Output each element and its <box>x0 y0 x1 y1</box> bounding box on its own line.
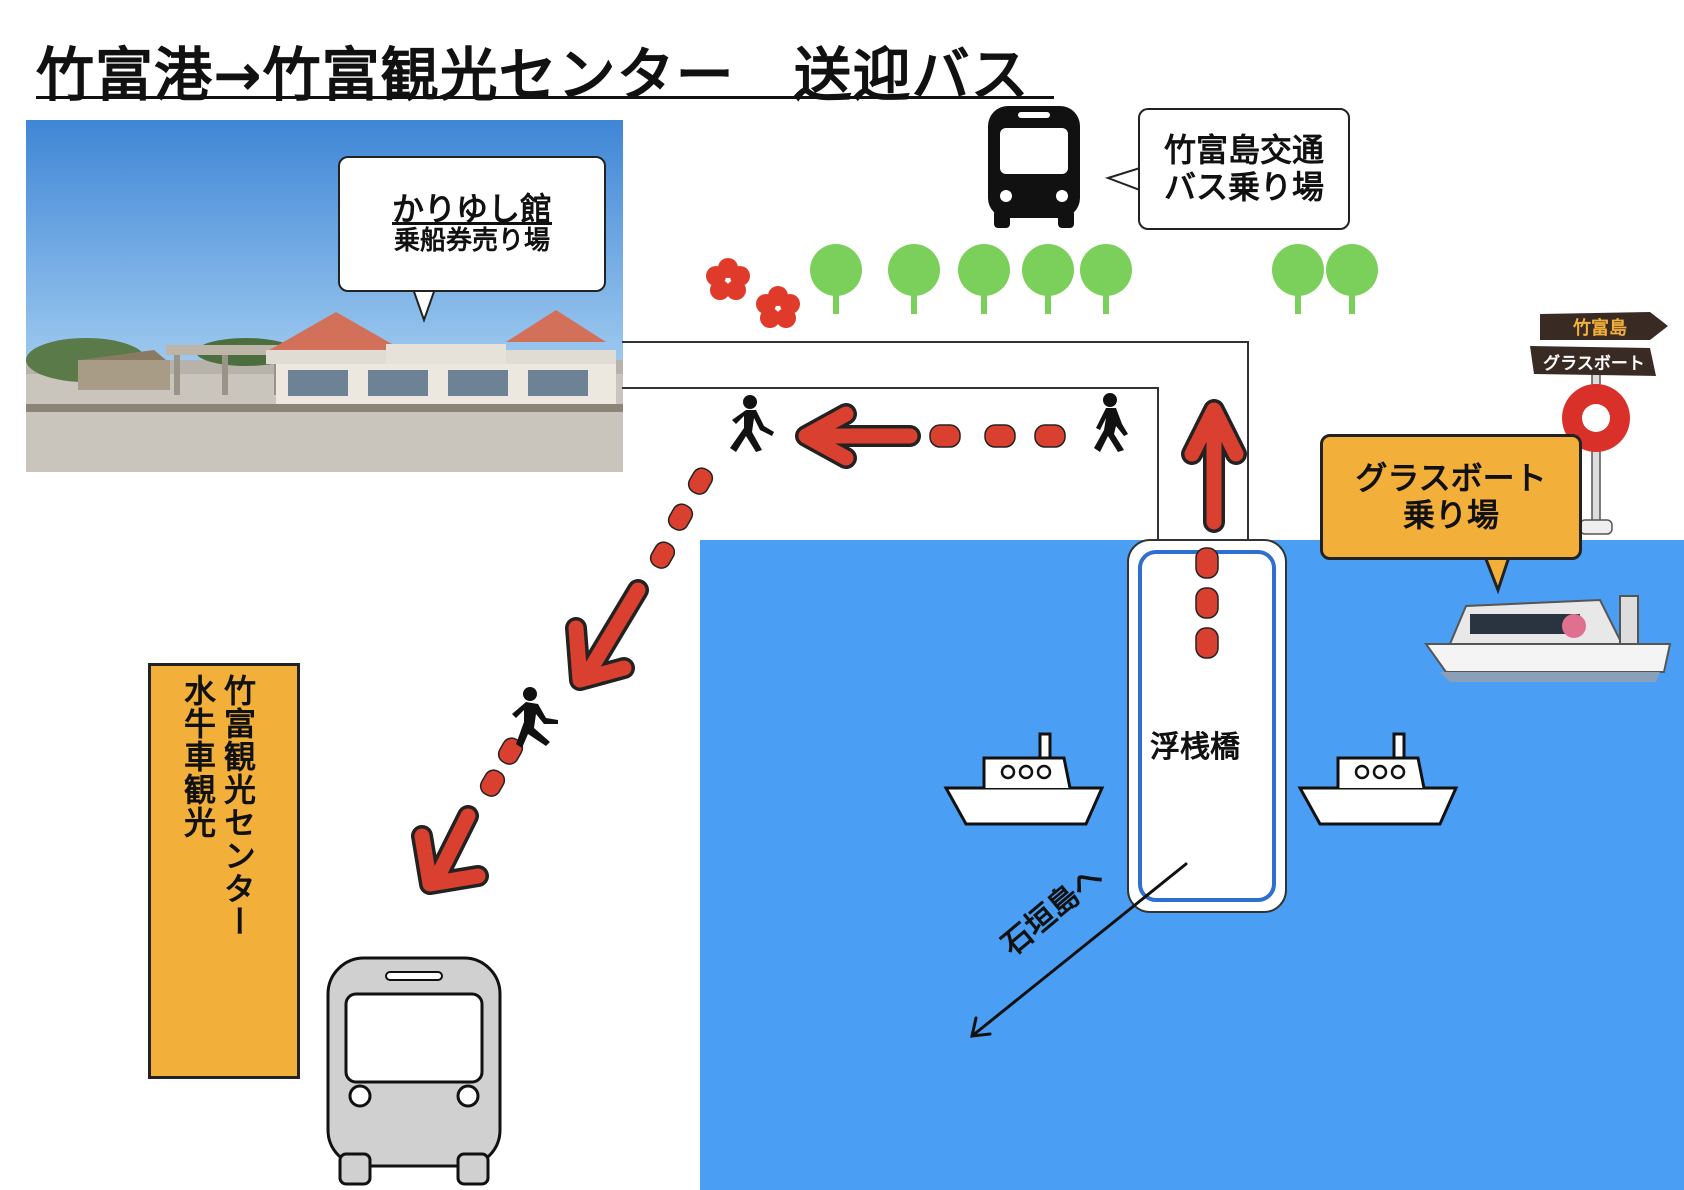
glassboat-callout: グラスボート 乗り場 <box>1320 434 1582 560</box>
floating-pier <box>1127 539 1287 913</box>
title-underline <box>36 96 1054 99</box>
glass-boat-icon <box>1424 595 1672 682</box>
signpost-icon <box>1530 312 1668 535</box>
bus-stop-callout: 竹富島交通 バス乗り場 <box>1138 108 1350 230</box>
sign-top-label: 竹富島 <box>1573 318 1627 339</box>
bus-stop-line1: 竹富島交通 <box>1163 131 1324 170</box>
road <box>622 341 1249 540</box>
center-sub: 水牛車観光 <box>179 674 217 839</box>
sign-bottom-label: グラスボート <box>1543 353 1645 374</box>
route-arrow-downleft-1 <box>565 579 649 691</box>
bus-stop-line2: バス乗り場 <box>1163 168 1324 206</box>
route-arrow-up <box>1181 399 1247 533</box>
kariyushi-sub: 乗船券売り場 <box>393 226 550 257</box>
ferry-icon <box>943 732 1459 826</box>
center-name: 竹富観光センター <box>219 674 257 938</box>
route-arrow-left <box>795 403 921 469</box>
center-box <box>148 663 300 1079</box>
ishigaki-direction-arrow <box>970 862 1188 1038</box>
kariyushi-callout: かりゆし館 乗船券売り場 <box>338 156 606 292</box>
bus-icon <box>988 106 1080 228</box>
pedestrian-icon <box>512 393 1128 748</box>
glassboat-line2: 乗り場 <box>1402 496 1499 534</box>
glassboat-line1: グラスボート <box>1355 459 1547 498</box>
shuttle-bus-icon <box>326 956 502 1186</box>
pier-label: 浮桟橋 <box>1150 730 1240 765</box>
tree-icon <box>810 244 1378 314</box>
kariyushi-name: かりゆし館 <box>391 189 552 228</box>
route-path <box>479 424 1219 797</box>
hibiscus-icon <box>706 258 800 328</box>
route-arrow-downleft-2 <box>411 805 489 895</box>
